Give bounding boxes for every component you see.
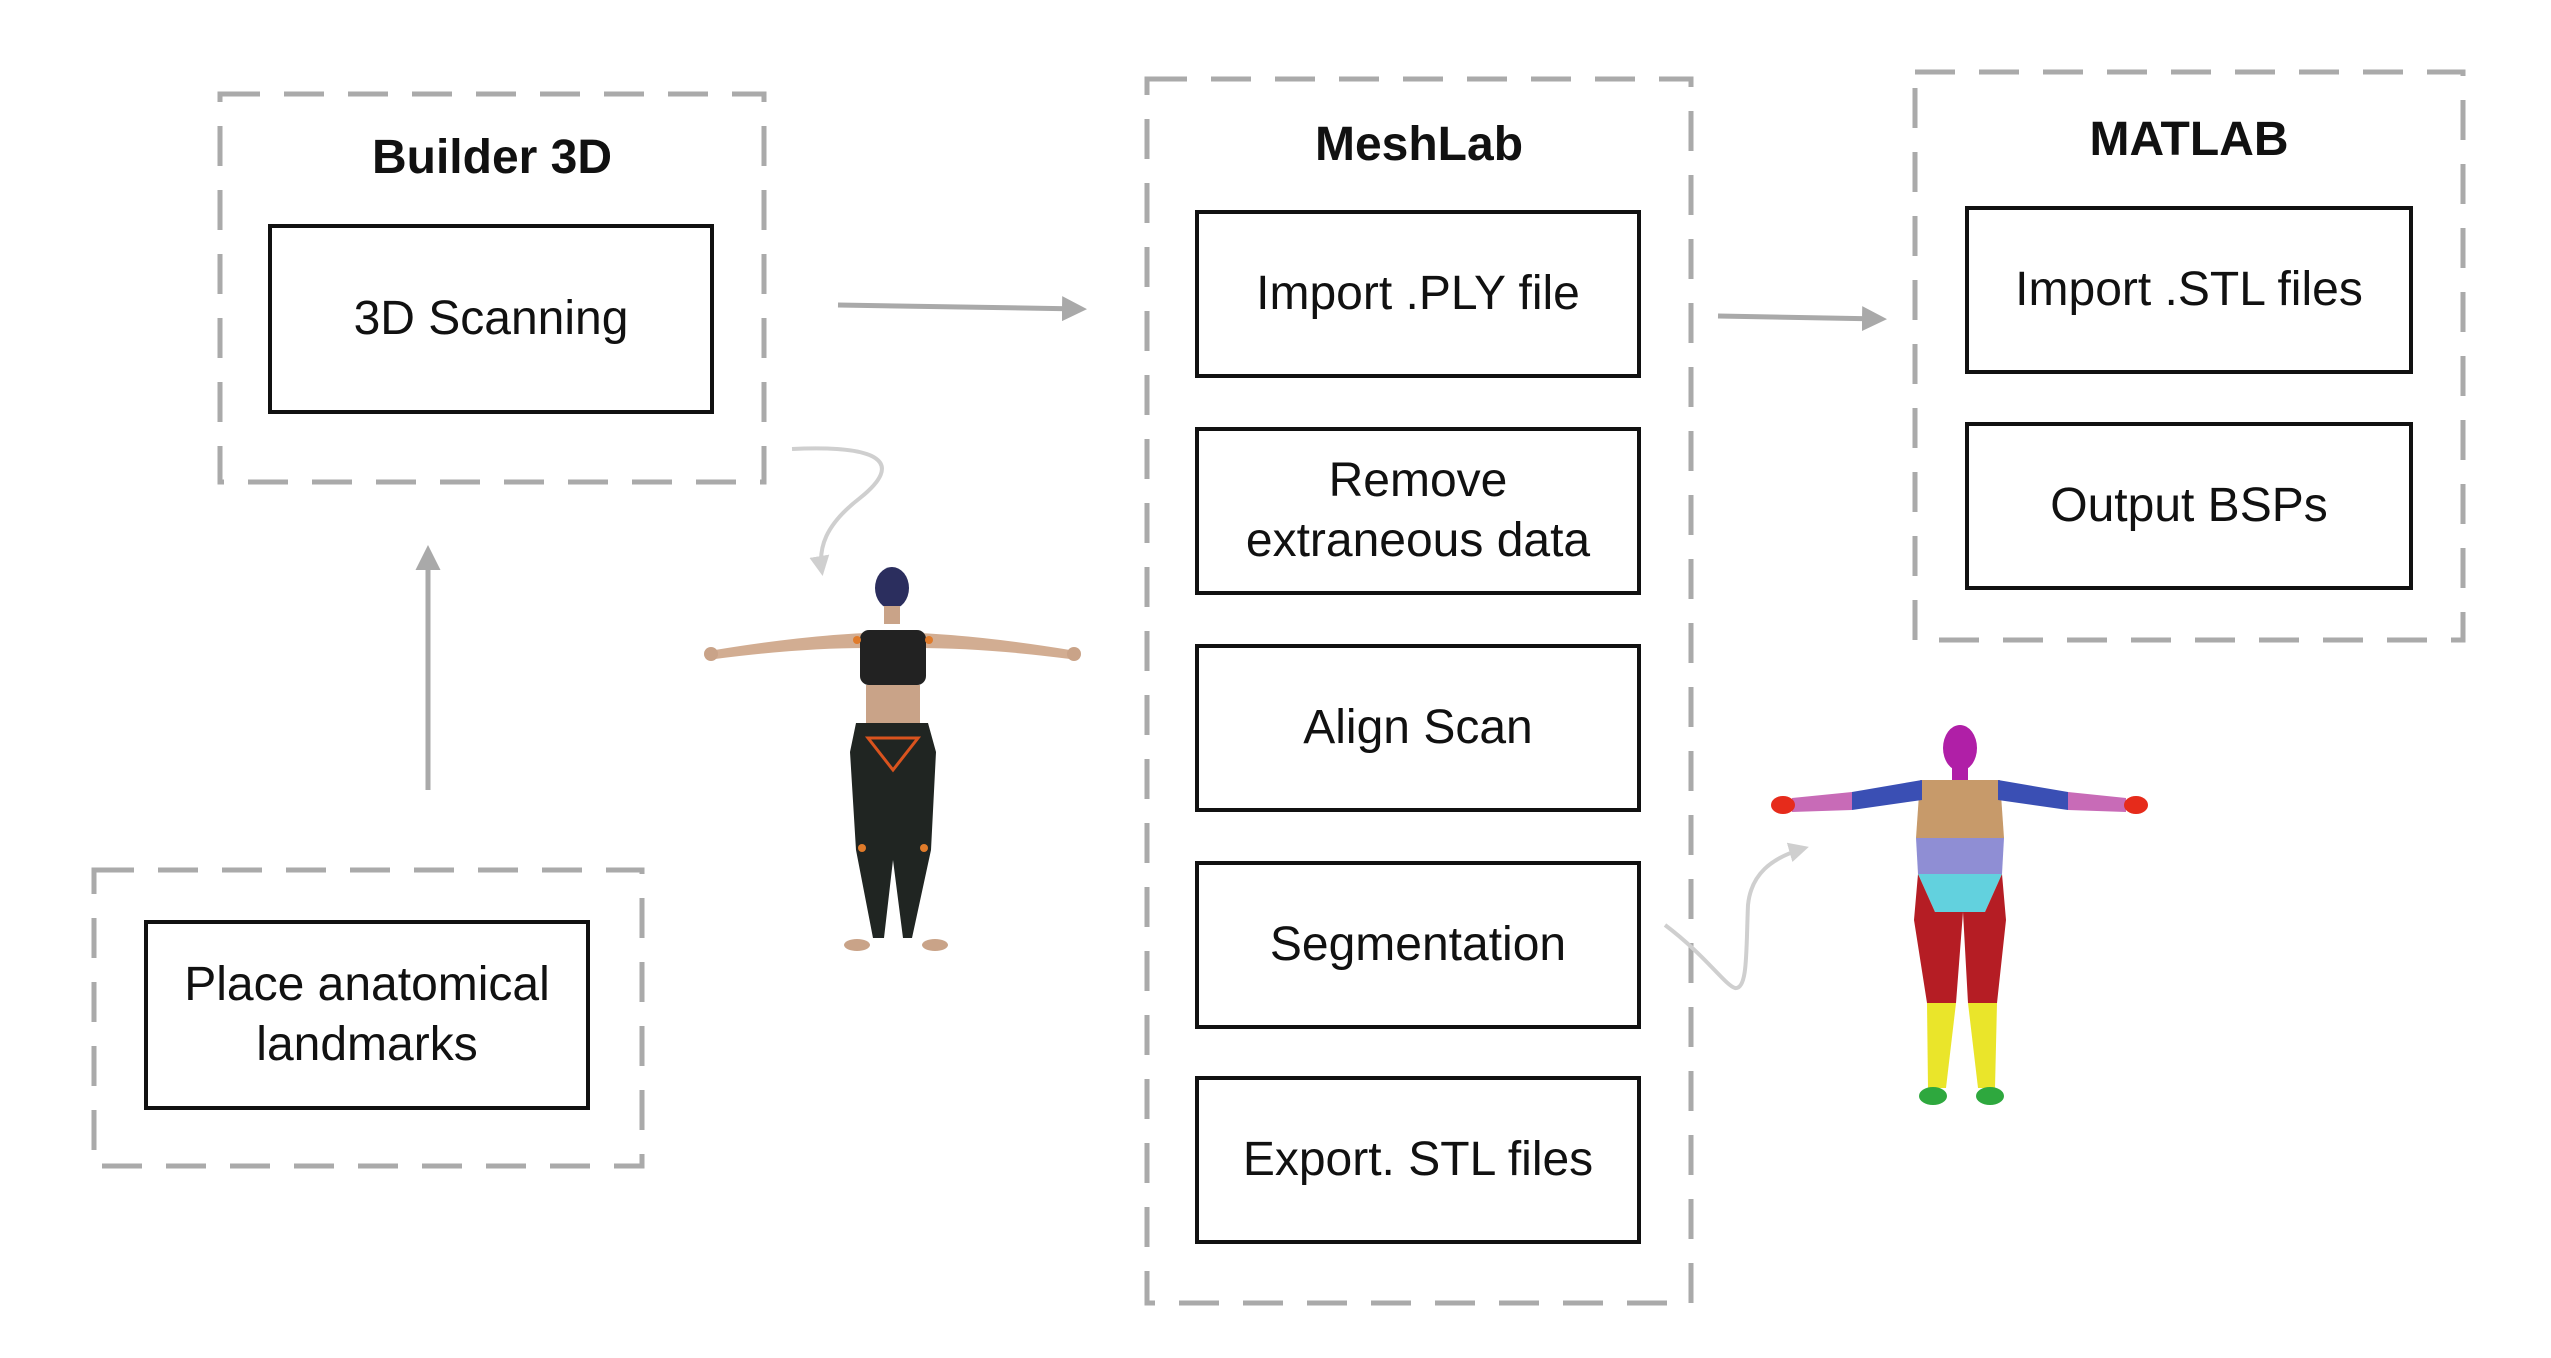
curve-arrow-to-scan-figure xyxy=(791,446,884,576)
step-3d-scanning[interactable]: 3D Scanning xyxy=(268,224,714,414)
arrow-meshlab-to-matlab xyxy=(1717,306,1887,332)
step-import-ply-label: Import .PLY file xyxy=(1256,267,1580,320)
meshlab-title: MeshLab xyxy=(1314,118,1524,171)
step-import-ply[interactable]: Import .PLY file xyxy=(1195,210,1641,378)
builder3d-group: Builder 3D 3D Scanning xyxy=(217,91,767,485)
segmented-body-figure xyxy=(1771,725,2148,1105)
meshlab-group: MeshLab Import .PLY file Remove extraneo… xyxy=(1144,76,1694,1306)
step-place-landmarks-label: Place anatomical landmarks xyxy=(184,958,550,1071)
landmarks-dashed-frame xyxy=(91,867,645,1169)
step-align-scan-label: Align Scan xyxy=(1303,701,1533,754)
step-output-bsps-label: Output BSPs xyxy=(2050,479,2328,532)
step-remove-extraneous[interactable]: Remove extraneous data xyxy=(1195,427,1641,595)
scanned-body-figure xyxy=(704,567,1081,951)
step-export-stl[interactable]: Export. STL files xyxy=(1195,1076,1641,1244)
step-remove-extraneous-label: Remove extraneous data xyxy=(1245,454,1591,567)
step-import-stl[interactable]: Import .STL files xyxy=(1965,206,2413,374)
builder3d-title: Builder 3D xyxy=(371,131,613,184)
step-import-stl-label: Import .STL files xyxy=(2015,263,2363,316)
step-segmentation-label: Segmentation xyxy=(1269,918,1567,971)
arrow-builder-to-meshlab xyxy=(837,296,1087,322)
curve-arrow-to-segmented-figure xyxy=(1663,842,1809,990)
step-export-stl-label: Export. STL files xyxy=(1242,1133,1594,1186)
step-place-landmarks[interactable]: Place anatomical landmarks xyxy=(144,920,590,1110)
builder3d-dashed-frame xyxy=(217,91,767,485)
matlab-title: MATLAB xyxy=(2089,113,2289,166)
step-align-scan[interactable]: Align Scan xyxy=(1195,644,1641,812)
matlab-dashed-frame xyxy=(1912,69,2466,643)
landmarks-group: Place anatomical landmarks xyxy=(91,867,645,1169)
meshlab-dashed-frame xyxy=(1144,76,1694,1306)
matlab-group: MATLAB Import .STL files Output BSPs xyxy=(1912,69,2466,643)
step-output-bsps[interactable]: Output BSPs xyxy=(1965,422,2413,590)
step-3d-scanning-label: 3D Scanning xyxy=(353,292,629,345)
step-segmentation[interactable]: Segmentation xyxy=(1195,861,1641,1029)
